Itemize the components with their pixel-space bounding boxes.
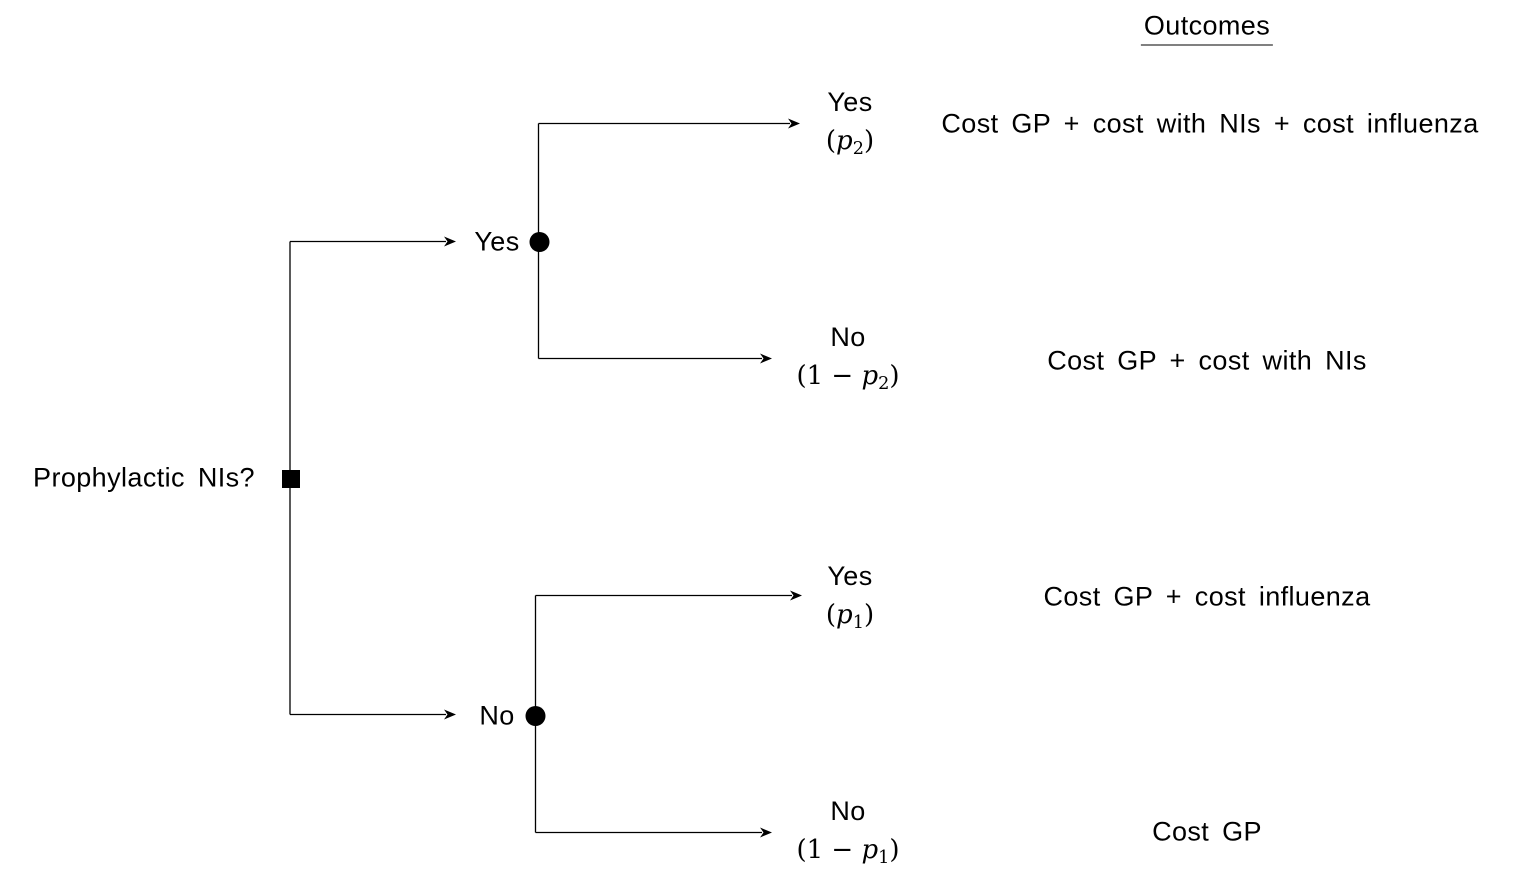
- outcome3-label: Cost GP + cost influenza: [1043, 581, 1371, 612]
- branch2-label: No (1 − p2): [796, 318, 899, 396]
- branch1-answer-label: Yes: [827, 87, 873, 117]
- branch4-label: No (1 − p1): [796, 792, 899, 870]
- outcome1-label: Cost GP + cost with NIs + cost influenza: [941, 108, 1479, 139]
- root-yes-arrowhead-icon: [444, 236, 456, 247]
- branch3-arrowhead-icon: [790, 590, 802, 601]
- branch1-label: Yes (p2): [826, 83, 874, 161]
- decision-branch-yes-label: Yes: [474, 226, 520, 257]
- outcome2-label: Cost GP + cost with NIs: [1047, 345, 1367, 376]
- branch2-probability-label: (1 − p2): [796, 361, 900, 394]
- branch3-answer-label: Yes: [827, 561, 873, 591]
- chance-node-no-circle-icon: [525, 706, 546, 726]
- branch3-probability-label: (p1): [825, 600, 875, 633]
- branch3-label: Yes (p1): [826, 557, 874, 635]
- branch1-probability-label: (p2): [825, 126, 875, 159]
- outcomes-column-header: Outcomes: [1140, 7, 1274, 46]
- chance-node-yes-circle-icon: [529, 232, 550, 252]
- root-question-label: Prophylactic NIs?: [33, 462, 255, 493]
- branch2-arrowhead-icon: [760, 353, 772, 364]
- decision-node-square-icon: [282, 470, 300, 488]
- branch4-answer-label: No: [830, 796, 866, 826]
- branch2-answer-label: No: [830, 322, 866, 352]
- branch4-probability-label: (1 − p1): [796, 835, 900, 868]
- root-no-arrowhead-icon: [444, 709, 456, 720]
- outcome4-label: Cost GP: [1152, 816, 1262, 847]
- outcomes-header-label: Outcomes: [1140, 10, 1274, 46]
- branch1-arrowhead-icon: [788, 118, 800, 129]
- branch4-arrowhead-icon: [760, 827, 772, 838]
- decision-branch-no-label: No: [479, 700, 515, 731]
